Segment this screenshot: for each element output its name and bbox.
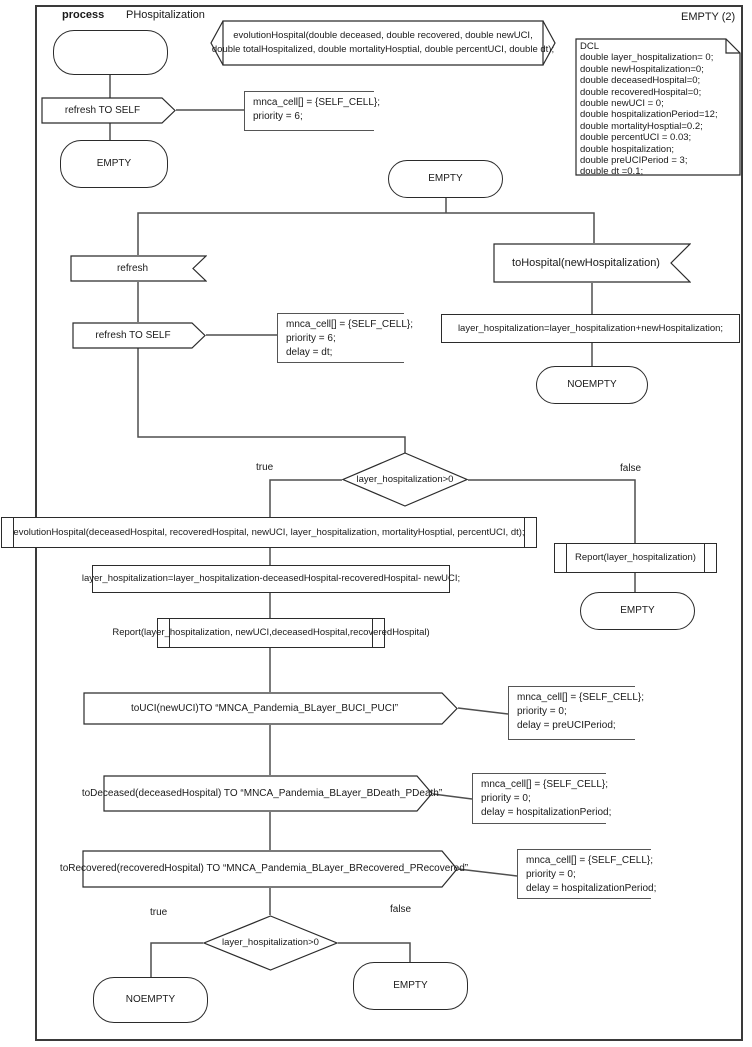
state-empty-right: EMPTY [580,592,695,630]
output-refresh-to-self-2: refresh TO SELF [72,322,206,349]
state-empty-topleft: EMPTY [60,140,168,188]
procedure-call-report-simple: Report(layer_hospitalization) [554,543,717,573]
process-name: PHospitalization [126,9,205,21]
input-refresh: refresh [70,255,207,282]
start-state [53,30,168,75]
state-noempty-right: NOEMPTY [536,366,648,404]
comment-mnca-priority6-delay-dt: mnca_cell[] = {SELF_CELL}; priority = 6;… [277,313,413,363]
comment-mnca-delay-hospitalizationperiod-2: mnca_cell[] = {SELF_CELL}; priority = 0;… [517,849,656,899]
comment-mnca-priority6: mnca_cell[] = {SELF_CELL}; priority = 6; [244,91,380,131]
branch-false-1: false [620,463,642,474]
branch-false-2: false [390,904,412,915]
declaration-line1: evolutionHospital(double deceased, doubl… [233,30,533,41]
procedure-call-evolution-hospital: evolutionHospital(deceasedHospital, reco… [1,517,537,548]
task-add-hospitalization: layer_hospitalization=layer_hospitalizat… [441,314,740,343]
dcl-declarations-box: DCL double layer_hospitalization= 0; dou… [575,38,741,178]
output-to-recovered: toRecovered(recoveredHospital) TO “MNCA_… [60,850,468,888]
process-keyword: process [62,9,105,21]
procedure-call-report-full: Report(layer_hospitalization, newUCI,dec… [112,618,430,648]
comment-mnca-delay-preuciperiod: mnca_cell[] = {SELF_CELL}; priority = 0;… [508,686,644,740]
state-reference-label: EMPTY (2) [681,11,736,23]
comment-mnca-delay-hospitalizationperiod-1: mnca_cell[] = {SELF_CELL}; priority = 0;… [472,773,611,824]
decision-layer-hospitalization-1: layer_hospitalization>0 [342,452,468,507]
branch-true-1: true [256,462,274,473]
input-to-hospital: toHospital(newHospitalization) [493,243,691,283]
output-to-deceased: toDeceased(deceasedHospital) TO “MNCA_Pa… [82,775,442,812]
dcl-text: DCL double layer_hospitalization= 0; dou… [580,41,718,178]
task-subtract-hospitalization: layer_hospitalization=layer_hospitalizat… [82,565,460,593]
decision-layer-hospitalization-2: layer_hospitalization>0 [203,915,338,971]
state-noempty-bottom: NOEMPTY [93,977,208,1023]
branch-true-2: true [150,907,168,918]
state-empty-center: EMPTY [388,160,503,198]
procedure-declaration: evolutionHospital(double deceased, doubl… [210,20,556,66]
output-refresh-to-self-1: refresh TO SELF [41,97,176,124]
declaration-line2: double totalHospitalized, double mortali… [211,44,555,55]
state-empty-bottom: EMPTY [353,962,468,1010]
output-to-uci: toUCI(newUCI)TO “MNCA_Pandemia_BLayer_BU… [83,692,458,725]
